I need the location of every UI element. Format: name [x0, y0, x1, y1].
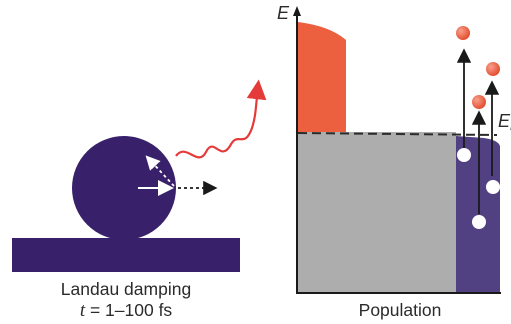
- population-axis-label: Population: [358, 300, 442, 320]
- hole-2: [472, 215, 486, 229]
- hot-electron-2: [486, 62, 500, 76]
- y-axis-arrowhead: [293, 6, 301, 16]
- photon-wave-icon: [175, 79, 267, 159]
- hole-1: [457, 148, 471, 162]
- hot-carrier-region: [298, 22, 346, 132]
- caption-title: Landau damping: [60, 279, 192, 299]
- hole-3: [486, 180, 500, 194]
- hot-electron-1: [456, 26, 470, 40]
- caption-timescale: t = 1–100 fs: [79, 300, 173, 321]
- fermi-level-line: [297, 132, 498, 136]
- fermi-level-label: EF: [498, 111, 511, 133]
- substrate-slab: [12, 238, 240, 272]
- filled-states-region: [298, 132, 456, 292]
- hot-electron-3: [472, 95, 486, 109]
- excited-band-region: [456, 136, 500, 292]
- scattered-electron-arrow: [145, 155, 175, 187]
- energy-axis-label: E: [277, 3, 290, 23]
